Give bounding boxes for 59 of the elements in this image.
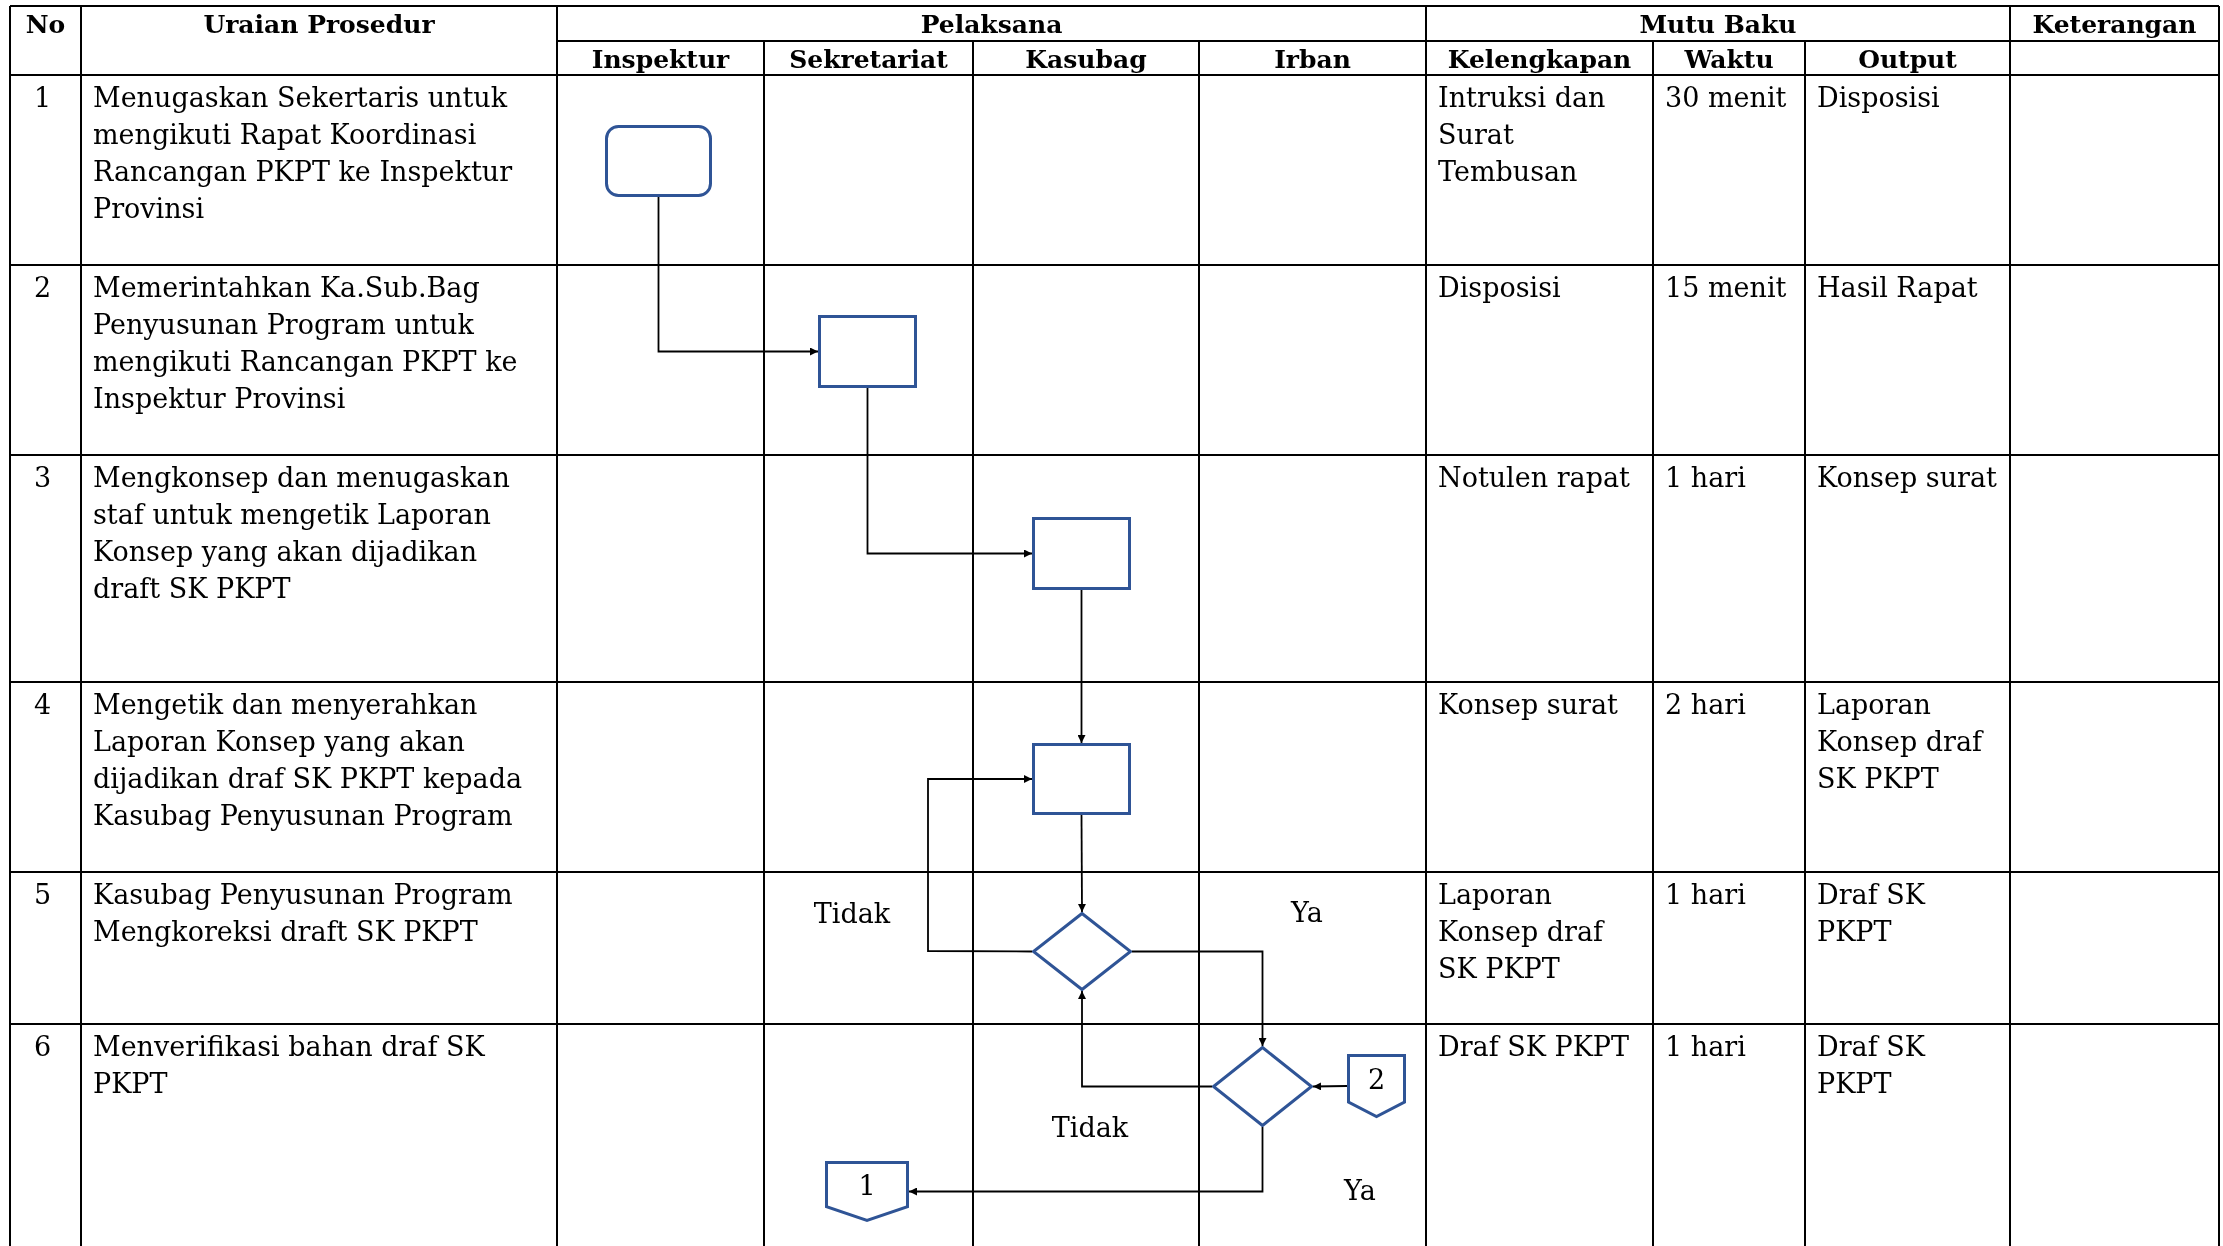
procedure-text: Mengetik dan menyerahkan Laporan Konsep yang akan dijadikan draf SK PKPT kepada Kasubag Penyusunan Program [93,688,524,833]
column-header: Sekretariat [788,44,949,76]
column-header: Kasubag [1024,44,1148,76]
arrow [1078,990,1213,1088]
column-header: Irban [1273,44,1352,76]
requirement-text: Draf SK PKPT [1438,1030,1630,1064]
column-header: Kelengkapan [1446,44,1633,76]
decision-diamond [1212,1046,1313,1127]
procedure-text: Mengkonsep dan menugaskan staf untuk mengetik Laporan Konsep yang akan dijadikan draft SK PKPT [93,461,511,606]
arrow [908,1126,1264,1196]
requirement-text: Disposisi [1438,271,1562,305]
column-header: Output [1857,44,1958,76]
column-header: No [24,9,67,41]
output-text: Draf SK PKPT [1817,878,1927,949]
requirement-text: Konsep surat [1438,688,1619,722]
procedure-text: Kasubag Penyusunan Program Mengkoreksi draft SK PKPT [93,878,514,949]
duration-text: 2 hari [1665,688,1747,722]
decision-diamond [1032,912,1132,991]
process-box [818,315,917,388]
column-header: Inspektur [590,44,731,76]
duration-text: 30 menit [1665,81,1788,115]
arrow [1312,1082,1348,1091]
requirement-text: Intruksi dan Surat Tembusan [1438,81,1607,189]
output-text: Draf SK PKPT [1817,1030,1927,1101]
step-number: 4 [32,688,53,722]
arrow [1077,814,1086,913]
requirement-text: Laporan Konsep draf SK PKPT [1438,878,1606,986]
arrow [866,387,1033,558]
arrow [927,775,1033,953]
step-number: 6 [32,1030,53,1064]
arrow [657,196,819,356]
duration-text: 1 hari [1665,1030,1747,1064]
duration-text: 1 hari [1665,461,1747,495]
column-header: Keterangan [2031,9,2198,41]
procedure-text: Menugaskan Sekertaris untuk mengikuti Rapat Koordinasi Rancangan PKPT ke Inspektur Provinsi [93,81,514,226]
column-header: Mutu Baku [1638,9,1798,41]
output-text: Disposisi [1817,81,1941,115]
duration-text: 1 hari [1665,878,1747,912]
output-text: Laporan Konsep draf SK PKPT [1817,688,1985,796]
column-header: Waktu [1683,44,1775,76]
output-text: Konsep surat [1817,461,1998,495]
offpage-connector: 1 [825,1161,909,1222]
column-header: Uraian Prosedur [202,9,436,41]
arrow [1077,589,1086,744]
column-header: Pelaksana [919,9,1064,41]
start-box [605,125,712,197]
arrow [1131,950,1267,1047]
step-number: 1 [32,81,53,115]
process-box [1032,743,1131,815]
duration-text: 15 menit [1665,271,1788,305]
step-number: 3 [32,461,53,495]
procedure-text: Memerintahkan Ka.Sub.Bag Penyusunan Program untuk mengikuti Rancangan PKPT ke Inspektur Provinsi [93,271,519,416]
process-box [1032,517,1131,590]
output-text: Hasil Rapat [1817,271,1979,305]
step-number: 2 [32,271,53,305]
procedure-text: Menverifikasi bahan draf SK PKPT [93,1030,486,1101]
offpage-connector: 2 [1347,1054,1406,1118]
step-number: 5 [32,878,53,912]
requirement-text: Notulen rapat [1438,461,1631,495]
